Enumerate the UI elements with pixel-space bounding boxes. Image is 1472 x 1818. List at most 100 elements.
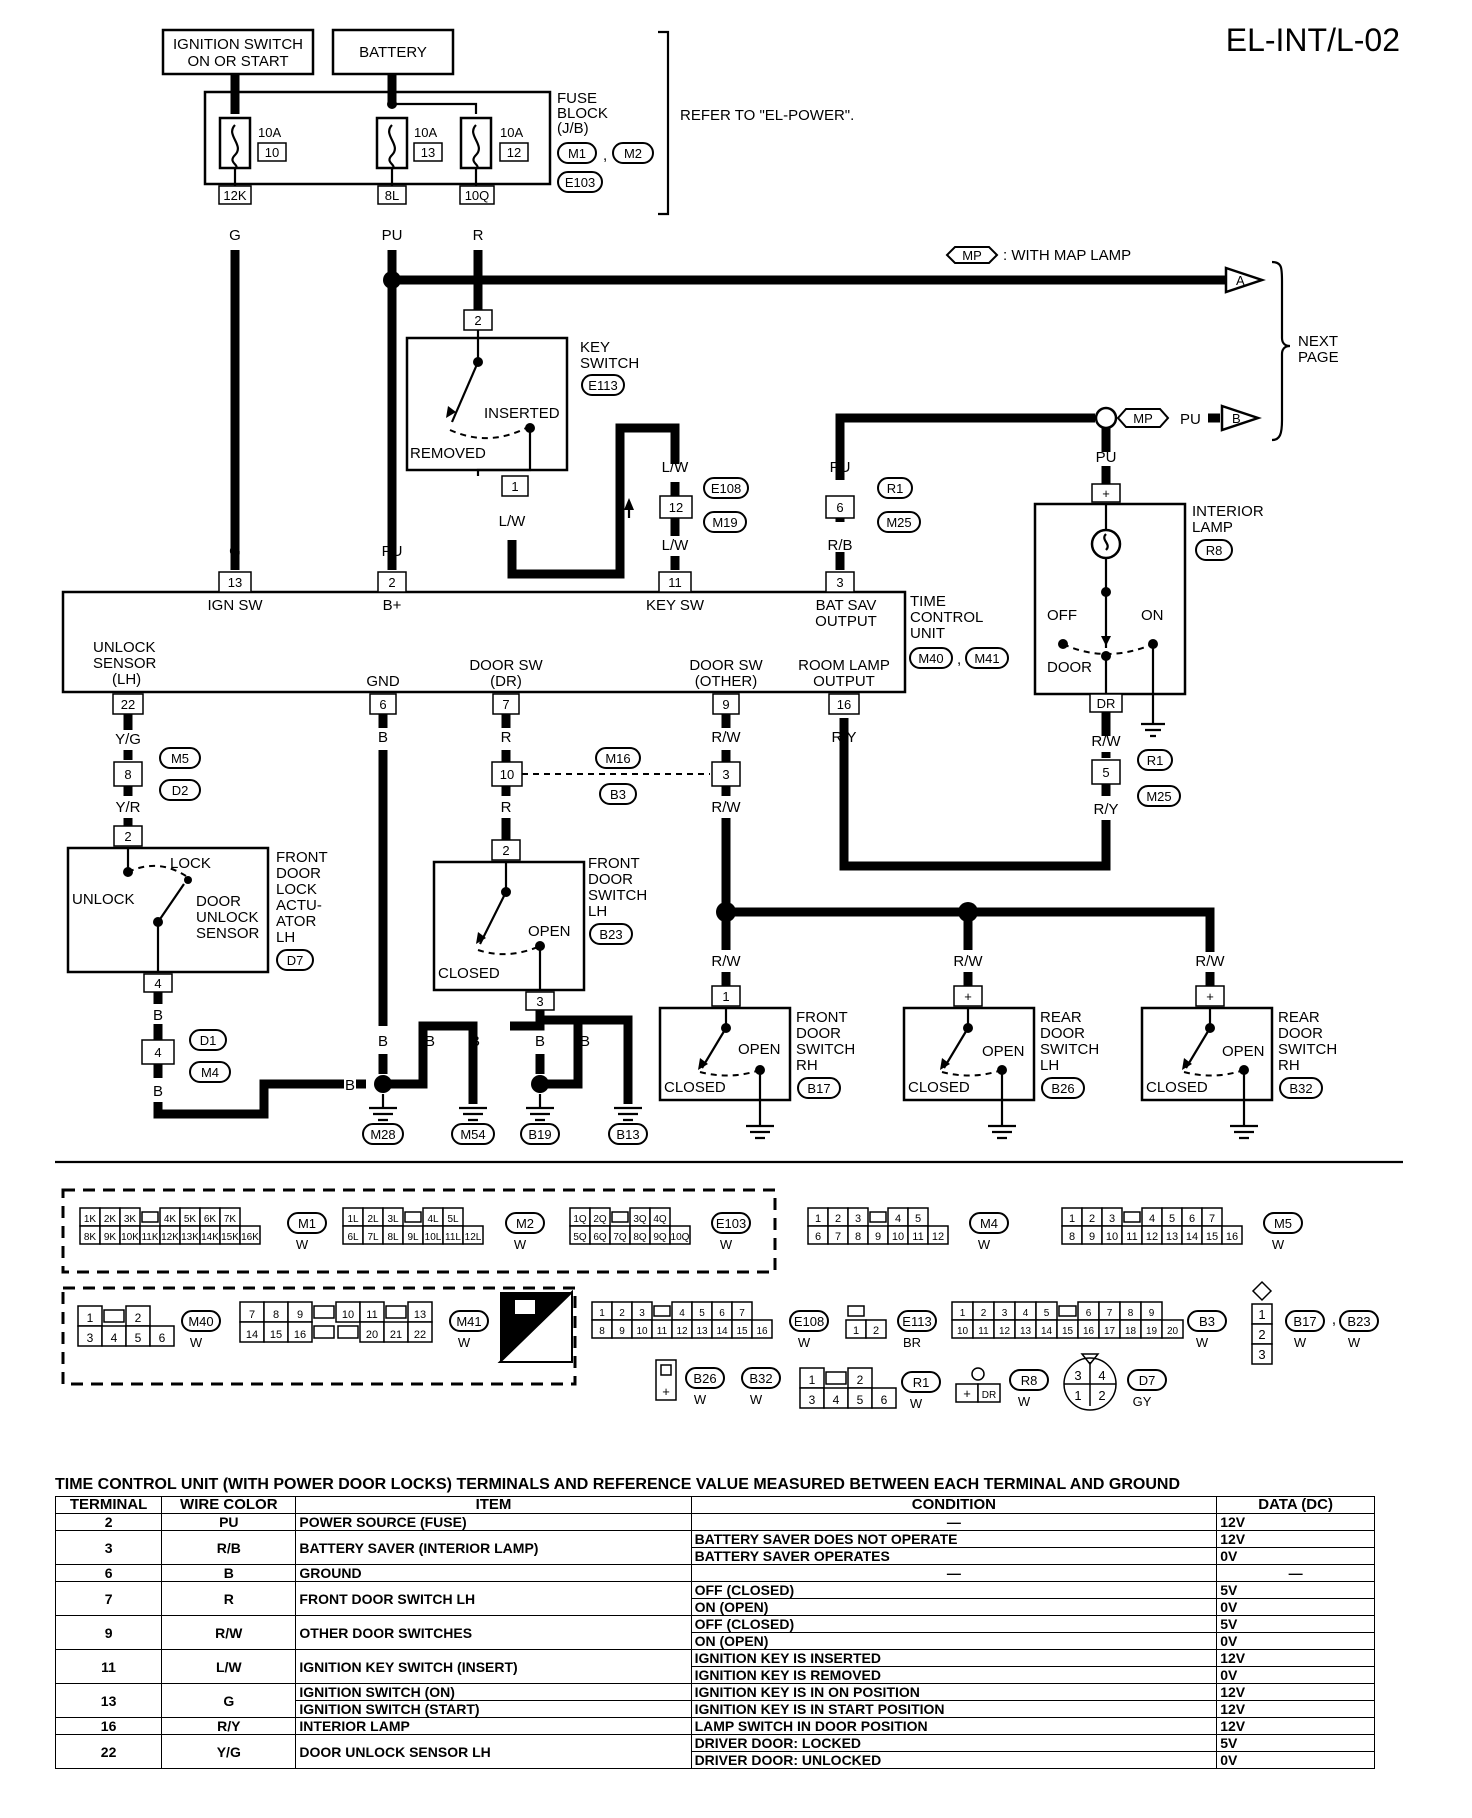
connector-pin-label: 1	[960, 1308, 966, 1319]
connector-pin-label: 11	[366, 1309, 377, 1321]
ground-m28: M28	[362, 1094, 404, 1145]
connector-pin-label: 2L	[367, 1214, 379, 1225]
wire-label-yg: Y/G	[115, 731, 141, 748]
connector-pin-label: 4Q	[653, 1214, 667, 1225]
connector-pin-label: 15	[736, 1326, 748, 1337]
connector-pin-label: 1L	[347, 1214, 359, 1225]
actuator-title-3: LOCK	[276, 881, 317, 898]
connector-color-label: W	[1018, 1394, 1031, 1409]
connector-tag-label: E103	[716, 1216, 746, 1231]
cell-condition: BATTERY SAVER DOES NOT OPERATE	[690, 1530, 1218, 1548]
conn-tag-r1-top	[877, 477, 913, 499]
connector-pin-label: 3	[1002, 1308, 1008, 1319]
wire-act-ground	[153, 1064, 344, 1119]
wiring-diagram: IGNITION SWITCH ON OR START BATTERY FUSE…	[55, 28, 1403, 1411]
wire-label-pu-mp: PU	[1180, 411, 1201, 428]
splice-b19	[531, 1075, 549, 1093]
cell-wire-color: R/B	[161, 1530, 297, 1565]
tcu-title-2: CONTROL	[910, 609, 983, 626]
conn-tag-m16-label: M16	[605, 751, 630, 766]
connector-pin-label: 3	[1074, 1368, 1081, 1383]
map-lamp-tag-2	[1116, 408, 1170, 428]
connector-color-label: W	[798, 1335, 811, 1350]
fdsw-lh-travel	[477, 945, 541, 956]
connector-cavity	[239, 1225, 261, 1245]
cell-item: POWER SOURCE (FUSE)	[295, 1513, 692, 1531]
cell-wire-color: R	[161, 1581, 297, 1616]
wire-rw-drops-2	[721, 972, 1215, 986]
connector-pin-label: 4	[679, 1308, 685, 1319]
connector-color-label: W	[1196, 1335, 1209, 1350]
actuator-sensor-1: DOOR	[196, 893, 241, 910]
connector-tag	[181, 1310, 221, 1332]
connector-tag-label: D7	[1139, 1373, 1156, 1388]
connector-pin-label: 5	[857, 1393, 864, 1407]
keyswitch-removed: REMOVED	[410, 445, 486, 462]
connector-pin-label: 5	[699, 1308, 705, 1319]
cell-data: 12V	[1216, 1683, 1375, 1701]
connector-pin-label: 6L	[347, 1232, 359, 1243]
connector-cavity	[669, 1225, 691, 1245]
connector-comma: ,	[1332, 1311, 1336, 1328]
cell-terminal: 16	[54, 1717, 163, 1735]
cell-condition: —	[690, 1513, 1218, 1531]
refer-text: REFER TO "EL-POWER".	[680, 107, 854, 124]
conn-tag-r8	[1195, 539, 1233, 561]
lamp-on-label: ON	[1141, 607, 1164, 624]
connector-pin-label: 8Q	[633, 1232, 647, 1243]
connector-pin-label: 2K	[104, 1214, 117, 1225]
connector-pin-label: 7Q	[613, 1232, 627, 1243]
tcu-title-1: TIME	[910, 593, 946, 610]
svg-text:B32: B32	[1289, 1081, 1312, 1096]
ground-m54: M54	[451, 1084, 495, 1145]
table-header-row: TERMINAL WIRE COLOR ITEM CONDITION DATA …	[54, 1496, 1375, 1514]
lamp-switch-leads	[1104, 644, 1155, 724]
connector-pin-label: 1	[1074, 1388, 1081, 1403]
wire-label-rw-b26: R/W	[953, 953, 983, 970]
tcu-title-3: UNIT	[910, 625, 945, 642]
conn-tag-r1-bottom	[1137, 749, 1173, 771]
cell-item: OTHER DOOR SWITCHES	[295, 1615, 692, 1650]
cell-terminal: 7	[54, 1581, 163, 1616]
inline-pin-3-label: 3	[722, 767, 729, 782]
map-lamp-junction	[1094, 406, 1118, 430]
svg-text:OPEN: OPEN	[738, 1041, 781, 1058]
arrow-a-label: A	[1236, 273, 1245, 288]
cell-condition: ON (OPEN)	[690, 1632, 1218, 1650]
conn-tag-e113-label: E113	[588, 378, 617, 393]
svg-text:LH: LH	[1040, 1057, 1059, 1074]
actuator-title-1: FRONT	[276, 849, 328, 866]
rear-door-switch-rh: + OPEN CLOSED REAR DOOR SWITCH RH B32	[1140, 985, 1337, 1140]
connector-key	[653, 1305, 671, 1317]
svg-text:PU: PU	[382, 543, 403, 560]
rear-door-switch-lh: + OPEN CLOSED REAR DOOR SWITCH LH B26	[902, 985, 1099, 1140]
table-row: ON (OPEN)0V	[56, 1598, 1375, 1616]
connector-pin-label: 4	[1023, 1308, 1029, 1319]
connector-cavity	[462, 1225, 484, 1245]
connector-pin-label: 4K	[164, 1214, 177, 1225]
cell-terminal: 11	[54, 1649, 163, 1684]
cell-condition: IGNITION KEY IS INSERTED	[690, 1649, 1218, 1667]
connector-pin-label: 12L	[465, 1232, 482, 1243]
svg-text:GND: GND	[366, 673, 400, 690]
connector-tag	[685, 1367, 725, 1389]
connector-cavity	[751, 1319, 773, 1339]
connector-color-label: W	[1272, 1237, 1285, 1252]
wire-label-pu-top: PU	[382, 227, 403, 244]
connector-pin-label: 1	[599, 1308, 605, 1319]
connector-pin-label: 7	[249, 1309, 255, 1321]
inline-pin-6-label: 6	[836, 500, 843, 515]
conn-tag-e103	[557, 171, 603, 193]
conn-tag-m19	[703, 511, 747, 533]
cell-data: —	[1216, 1564, 1375, 1582]
connector-pin-label: 11	[657, 1326, 668, 1337]
cell-condition: DRIVER DOOR: UNLOCKED	[690, 1751, 1218, 1769]
col-data: DATA (DC)	[1216, 1496, 1375, 1514]
col-condition: CONDITION	[690, 1496, 1218, 1514]
connector-tag	[741, 1367, 781, 1389]
